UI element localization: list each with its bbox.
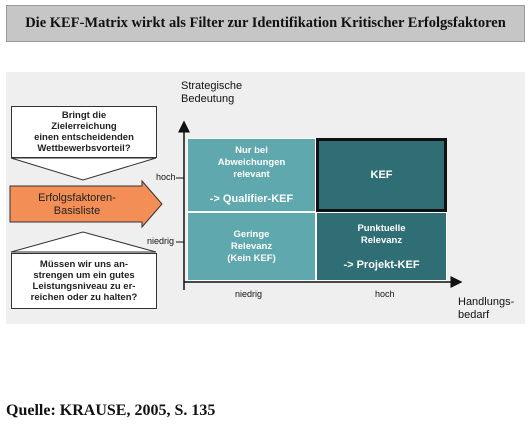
y-tick-label-low: niedrig <box>147 236 175 246</box>
y-axis-label: Strategische Bedeutung <box>181 80 243 105</box>
list-arrow-shape <box>9 179 163 229</box>
x-tick-label-low: niedrig <box>235 289 263 299</box>
cell-bottom-left-text: Geringe Relevanz (Kein KEF) <box>227 228 276 264</box>
question-box-bottom: Müssen wir uns an- strengen um ein gutes… <box>11 253 157 309</box>
cell-top-left: Nur bei Abweichungen relevant -> Qualifi… <box>187 138 316 212</box>
cell-bottom-left: Geringe Relevanz (Kein KEF) <box>187 212 316 281</box>
cell-bottom-right-category: -> Projekt-KEF <box>343 258 420 271</box>
funnel-top-arrow <box>10 157 157 181</box>
cell-top-left-category: -> Qualifier-KEF <box>209 193 294 205</box>
cell-top-right-text: KEF <box>370 169 393 181</box>
x-axis-label: Handlungs- bedarf <box>458 296 515 321</box>
source-citation: Quelle: KRAUSE, 2005, S. 135 <box>6 402 216 419</box>
list-label: Erfolgsfaktoren- Basisliste <box>38 191 116 217</box>
question-box-top: Bringt die Zielerreichung einen entschei… <box>11 106 157 158</box>
funnel-bottom-arrow <box>10 231 157 253</box>
x-tick-label-high: hoch <box>375 289 395 299</box>
kef-matrix-diagram: Strategische Bedeutung hoch niedrig nied… <box>6 72 525 324</box>
cell-top-left-text: Nur bei Abweichungen relevant <box>217 145 286 180</box>
page-title: Die KEF-Matrix wirkt als Filter zur Iden… <box>6 5 525 42</box>
cell-top-right: KEF <box>316 138 447 212</box>
diagram-graphics <box>9 120 463 290</box>
cell-bottom-right-text: Punktuelle Relevanz <box>357 222 406 246</box>
cell-bottom-right: Punktuelle Relevanz -> Projekt-KEF <box>316 212 447 281</box>
y-tick-label-high: hoch <box>156 172 176 182</box>
